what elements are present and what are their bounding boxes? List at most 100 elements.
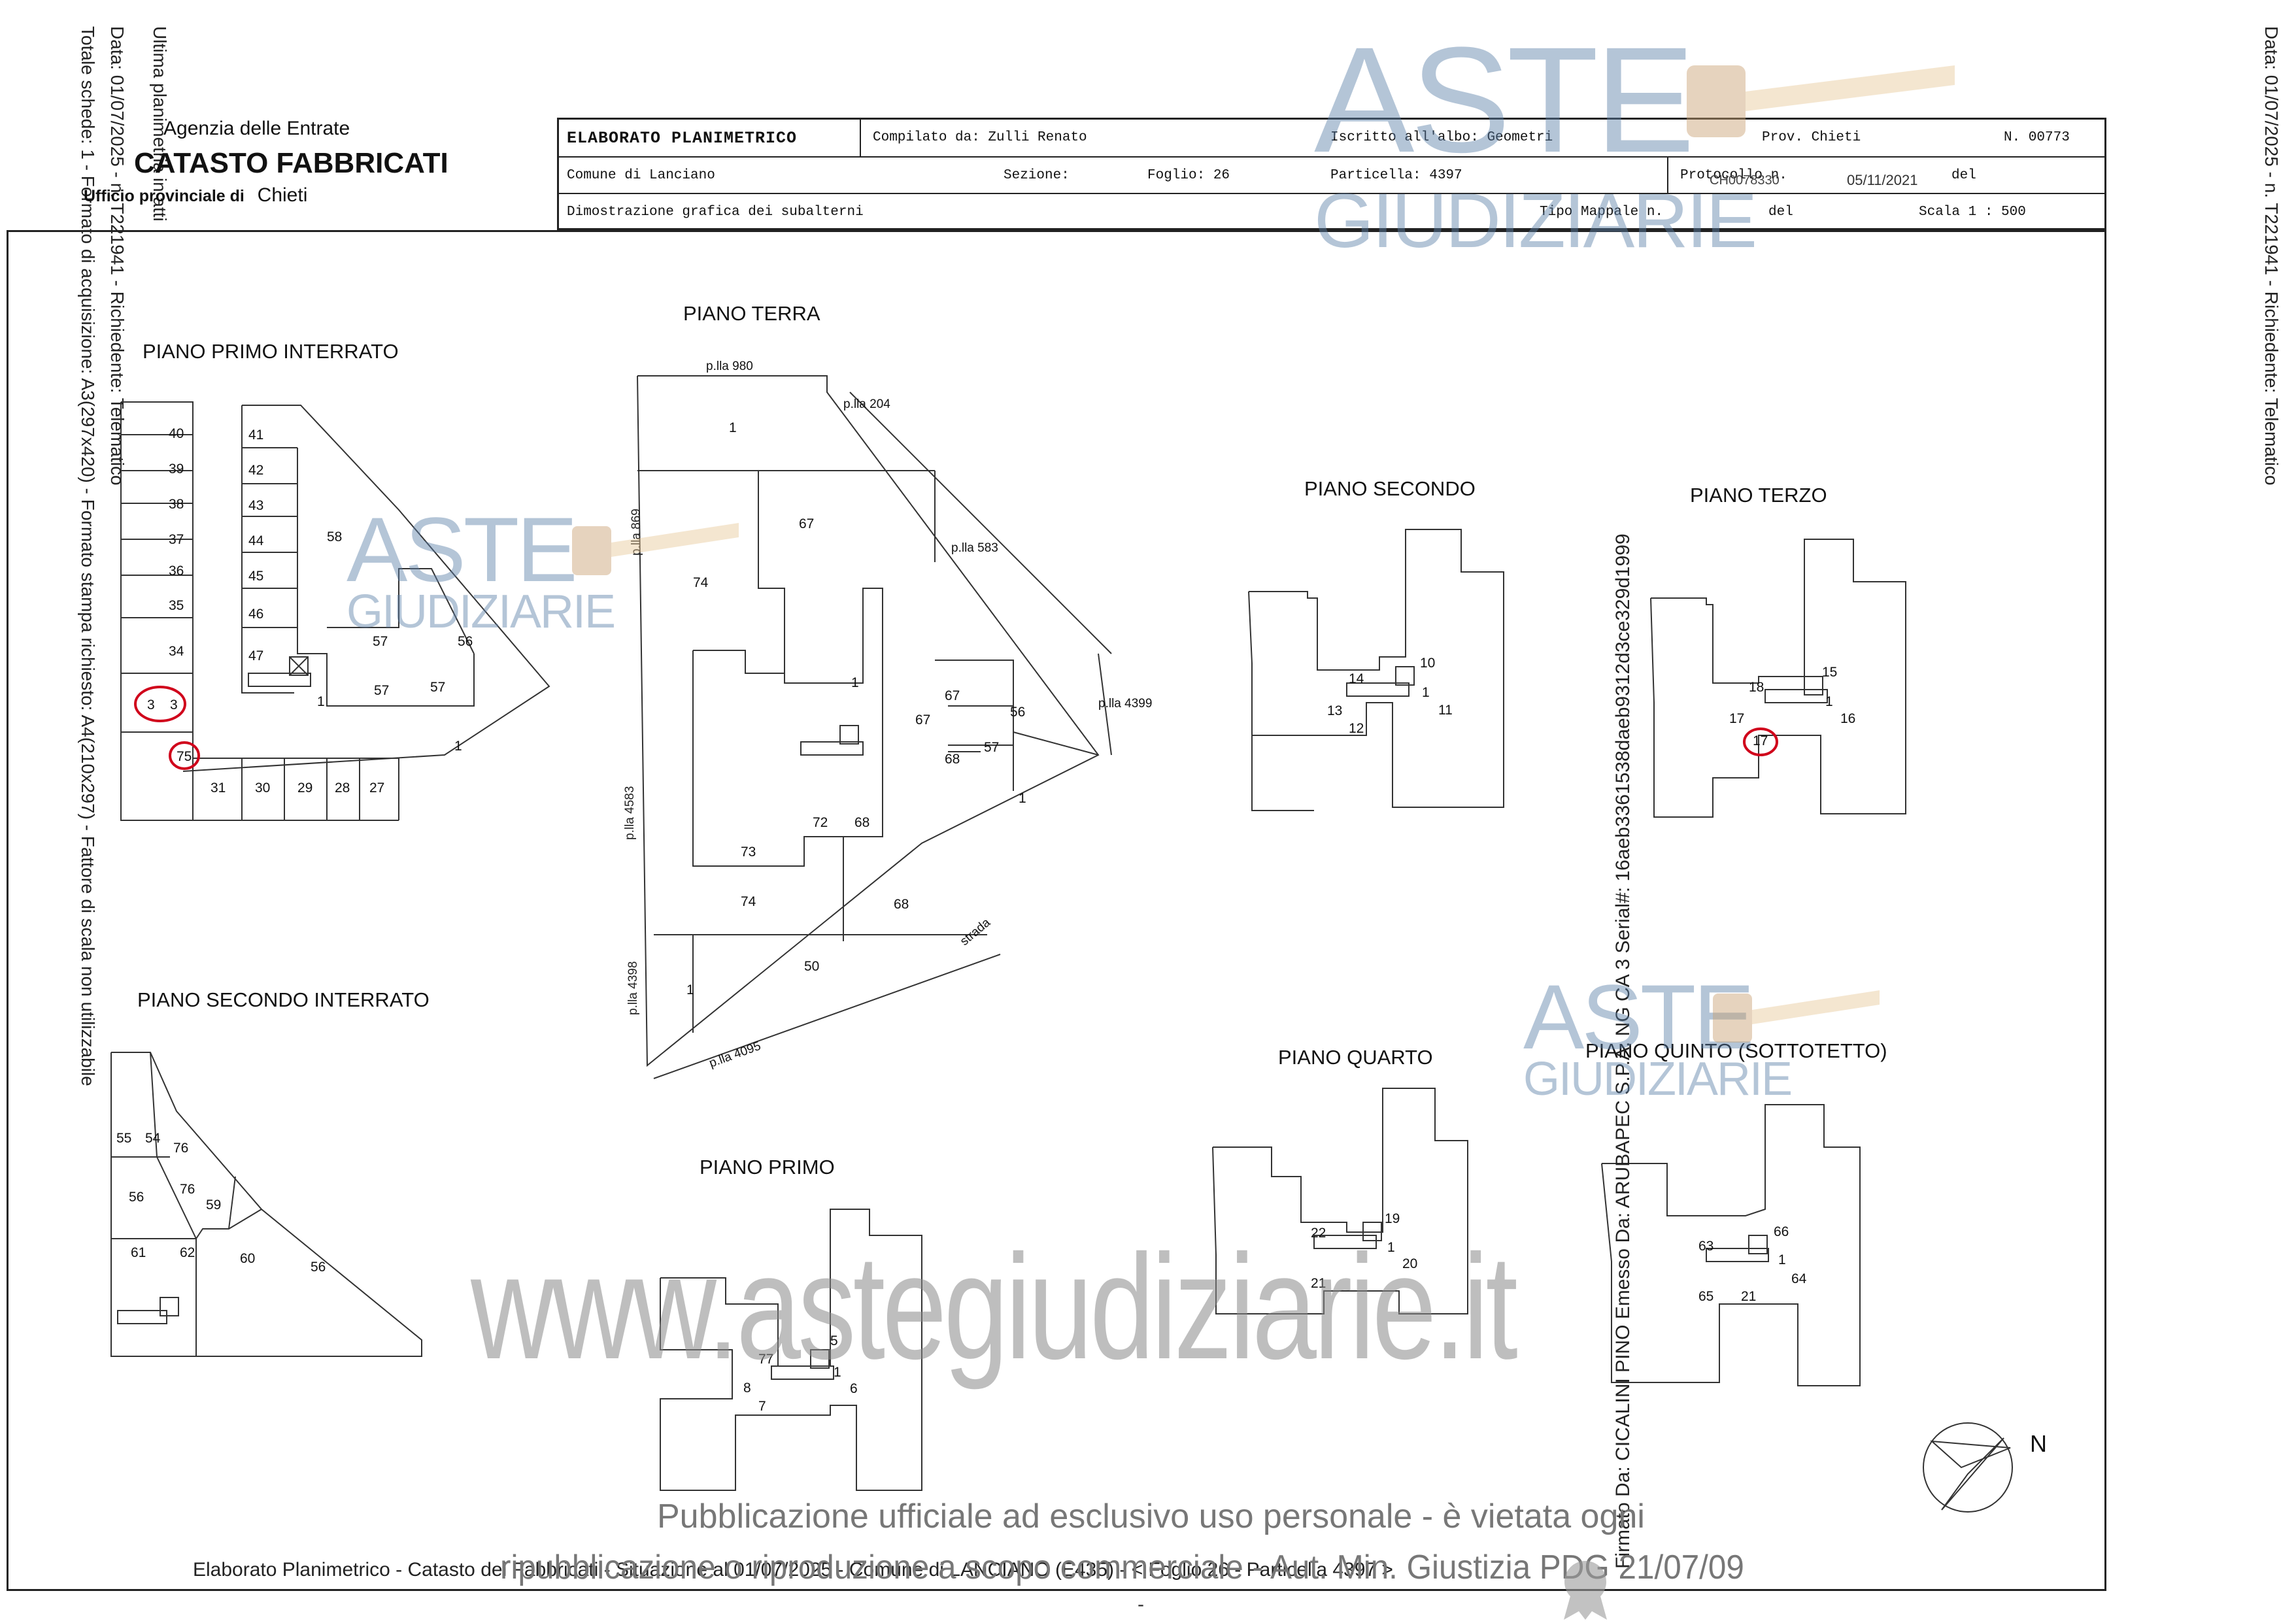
sub-label: 68 [854, 815, 870, 830]
title-terzo: PIANO TERZO [1690, 484, 1827, 507]
comune-label: Comune di Lanciano [567, 168, 715, 183]
parcel-label: p.lla 583 [951, 541, 998, 555]
highlight-circle-75 [169, 741, 200, 770]
title-primo: PIANO PRIMO [700, 1156, 835, 1179]
sub-label: 67 [915, 712, 931, 728]
parcel-label: p.lla 4583 [623, 786, 637, 840]
sub-label: 68 [894, 897, 909, 912]
sub-label: 61 [131, 1245, 146, 1260]
sub-label: 68 [945, 752, 960, 767]
sub-label: 22 [1311, 1226, 1326, 1241]
sub-label: 1 [729, 420, 737, 435]
plan-secondo [1249, 529, 1504, 811]
parcel-label: p.lla 980 [706, 360, 753, 373]
sub-label: 1 [1387, 1240, 1395, 1255]
sub-label: 12 [1349, 721, 1364, 736]
sub-label: 40 [169, 426, 184, 441]
gavel-icon [572, 523, 739, 575]
prov-label: Prov. Chieti [1762, 130, 1861, 145]
sub-label: 55 [116, 1131, 132, 1146]
sub-label: 5 [830, 1333, 838, 1348]
sub-label: 3 [170, 697, 178, 712]
plan-quinto [1602, 1105, 1860, 1386]
del-label-1: del [1951, 168, 1976, 183]
sub-label: 39 [169, 461, 184, 477]
sub-label: 30 [255, 780, 271, 795]
dimostrazione-label: Dimostrazione grafica dei subalterni [567, 205, 864, 220]
title-quarto: PIANO QUARTO [1278, 1046, 1433, 1069]
ufficio-city: Chieti [257, 184, 308, 206]
sub-label: 56 [311, 1260, 326, 1275]
sub-label: 76 [173, 1141, 189, 1156]
plan-primo-interrato [121, 402, 549, 820]
sub-label: 72 [813, 815, 828, 830]
sub-label: 34 [169, 644, 184, 659]
plan-primo [660, 1209, 922, 1490]
highlight-circle-3 [134, 686, 186, 722]
protocollo-date: 05/11/2021 [1847, 172, 1918, 188]
sub-label: 1 [834, 1365, 841, 1380]
sub-label: 66 [1774, 1224, 1789, 1239]
sub-label: 77 [758, 1352, 774, 1367]
sub-label: 73 [741, 845, 756, 860]
sub-label: 1 [317, 694, 325, 709]
sub-label: 7 [758, 1399, 766, 1414]
sub-label: 28 [335, 780, 350, 795]
tipo-mappale-label: Tipo Mappale n. [1540, 205, 1664, 220]
highlight-circle-17 [1743, 728, 1778, 756]
header-row-3: Dimostrazione grafica dei subalterni Tip… [559, 194, 2104, 230]
bottom-dash: - [1138, 1594, 1144, 1615]
sub-label: 1 [1825, 694, 1833, 709]
sub-label: 36 [169, 563, 184, 578]
sub-label: 41 [248, 427, 264, 443]
sub-label: 63 [1698, 1239, 1714, 1254]
sub-label: 37 [169, 532, 184, 547]
protocollo-label: Protocollo n. [1680, 168, 1787, 183]
gavel-icon [1713, 990, 1880, 1043]
sub-label: 18 [1749, 680, 1764, 695]
sub-label: 57 [373, 634, 388, 649]
sub-label: 21 [1311, 1276, 1326, 1291]
sub-label: 57 [430, 680, 446, 695]
watermark-brand-top-1: ASTE [1314, 16, 1695, 184]
parcel-label: p.lla 4399 [1098, 697, 1153, 711]
seal-icon [1564, 1561, 1607, 1620]
sub-label: 11 [1438, 703, 1453, 718]
sub-label: 50 [804, 959, 820, 974]
agency-name: Agenzia delle Entrate [163, 118, 350, 139]
sub-label: 56 [129, 1190, 144, 1205]
sub-label: 76 [180, 1182, 195, 1197]
del-label-2: del [1768, 205, 1793, 220]
header-table: ELABORATO PLANIMETRICO Compilato da: Zul… [557, 118, 2106, 230]
watermark-brand-bottom-2: GIUDIZIARIE [346, 586, 616, 638]
sub-label: 17 [1729, 711, 1745, 726]
watermark-brand-top-2: ASTE [346, 498, 578, 601]
sub-label: 29 [297, 780, 313, 795]
sub-label: 74 [741, 894, 756, 909]
sub-label: 67 [799, 516, 815, 531]
title-primo-interrato: PIANO PRIMO INTERRATO [143, 340, 399, 363]
parcel-label: p.lla 204 [843, 397, 890, 411]
gavel-icon [1687, 65, 1955, 137]
sub-label: 45 [248, 569, 264, 584]
title-secondo: PIANO SECONDO [1304, 477, 1476, 500]
particella-label: Particella: 4397 [1330, 168, 1462, 183]
sub-label: 46 [248, 607, 264, 622]
sub-label: 75 [177, 749, 192, 764]
watermark-notice-2: ripubblicazione o riproduzione a scopo c… [500, 1548, 1744, 1586]
plan-quarto [1213, 1088, 1468, 1314]
sub-label: 13 [1327, 703, 1343, 718]
watermark-brand-bottom-1: GIUDIZIARIE [1314, 178, 1757, 264]
sub-label: 8 [743, 1380, 751, 1396]
header-row-1: ELABORATO PLANIMETRICO Compilato da: Zul… [559, 120, 2104, 158]
footer-text: Elaborato Planimetrico - Catasto dei Fab… [193, 1559, 1393, 1581]
sub-label: 56 [458, 634, 473, 649]
title-quinto: PIANO QUINTO (SOTTOTETTO) [1585, 1039, 1887, 1062]
watermark-brand-top-3: ASTE [1523, 965, 1755, 1068]
sub-label: 1 [454, 739, 462, 754]
iscritto-label: Iscritto all'albo: Geometri [1330, 130, 1553, 145]
sub-label: 3 [147, 697, 155, 712]
foglio-label: Foglio: 26 [1147, 168, 1230, 183]
compilato-label: Compilato da: Zulli Renato [873, 130, 1087, 145]
